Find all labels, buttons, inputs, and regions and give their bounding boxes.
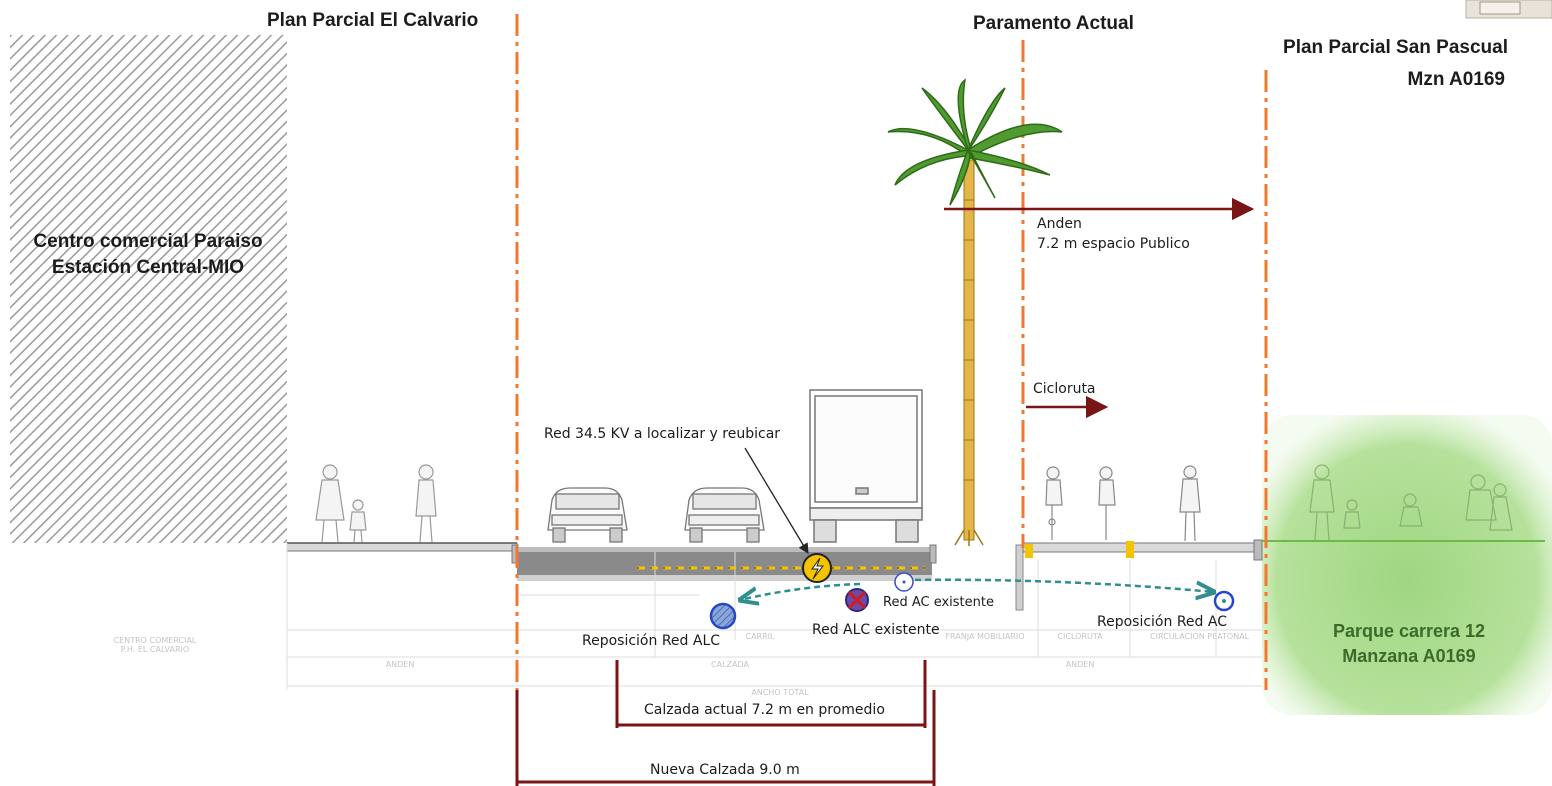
nueva-calzada-label: Nueva Calzada 9.0 m [650,762,800,778]
thumbnail-fragment [1465,0,1552,19]
palm-tree [887,78,1063,546]
faint-cicloruta: CICLORUTA [1057,632,1103,641]
cicloruta-label: Cicloruta [1033,381,1096,397]
faint-ancho-total: ANCHO TOTAL [751,688,809,697]
faint-calzada: CALZADA [711,660,749,669]
park-figures [1309,464,1513,541]
faint-anden-right: ANDEN [1065,660,1095,669]
relocation-arrows [740,578,1214,600]
property-lines [515,14,1268,690]
centro-comercial-line2: Estación Central-MIO [51,257,245,278]
anden-detail-label: 7.2 m espacio Publico [1037,236,1190,252]
faint-centro-line2: P.H. EL CALVARIO [120,645,190,654]
red-ac-existente-label: Red AC existente [883,595,994,610]
title-paramento-actual: Paramento Actual [973,13,1134,34]
centro-comercial-label: Centro comercial Paraiso Estación Centra… [0,229,296,281]
pedestrians-left [315,464,437,543]
cars [547,487,765,543]
park-line2: Manzana A0169 [1342,646,1476,666]
reposicion-ac-label: Reposición Red AC [1097,614,1227,630]
park-line1: Parque carrera 12 [1332,621,1486,641]
electrical-line [637,447,925,583]
ground-profile [286,539,1545,611]
faint-circulacion: CIRCULACIÓN PEATONAL [1150,632,1250,641]
faint-franja: FRANJA MOBILIARIO [945,632,1025,641]
truck [809,389,923,543]
faint-centro-label: CENTRO COMERCIAL P.H. EL CALVARIO [90,636,220,654]
title-manzana: Mzn A0169 [1407,69,1506,90]
centro-comercial-line1: Centro comercial Paraiso [33,231,263,252]
cyclists [1045,465,1201,542]
reposicion-alc-circle [709,602,737,630]
faint-anden-left: ANDEN [385,660,415,669]
utility-symbols [709,572,1235,630]
calzada-actual-label: Calzada actual 7.2 m en promedio [644,702,885,718]
reposicion-alc-label: Reposición Red ALC [582,633,721,649]
anden-label: Anden [1037,216,1082,232]
park-area [1262,415,1552,715]
park-label: Parque carrera 12 Manzana A0169 [1296,619,1522,669]
title-plan-calvario: Plan Parcial El Calvario [267,10,479,31]
faint-carril: CARRIL [745,632,775,641]
calzada-actual-bracket [615,660,927,728]
red-kv-label: Red 34.5 KV a localizar y reubicar [544,426,781,442]
faint-centro-line1: CENTRO COMERCIAL [113,636,197,645]
title-plan-san-pascual: Plan Parcial San Pascual [1283,37,1508,58]
nueva-calzada-bracket [515,690,936,786]
centro-comercial-block [10,35,287,543]
red-alc-existente-label: Red ALC existente [812,622,940,638]
